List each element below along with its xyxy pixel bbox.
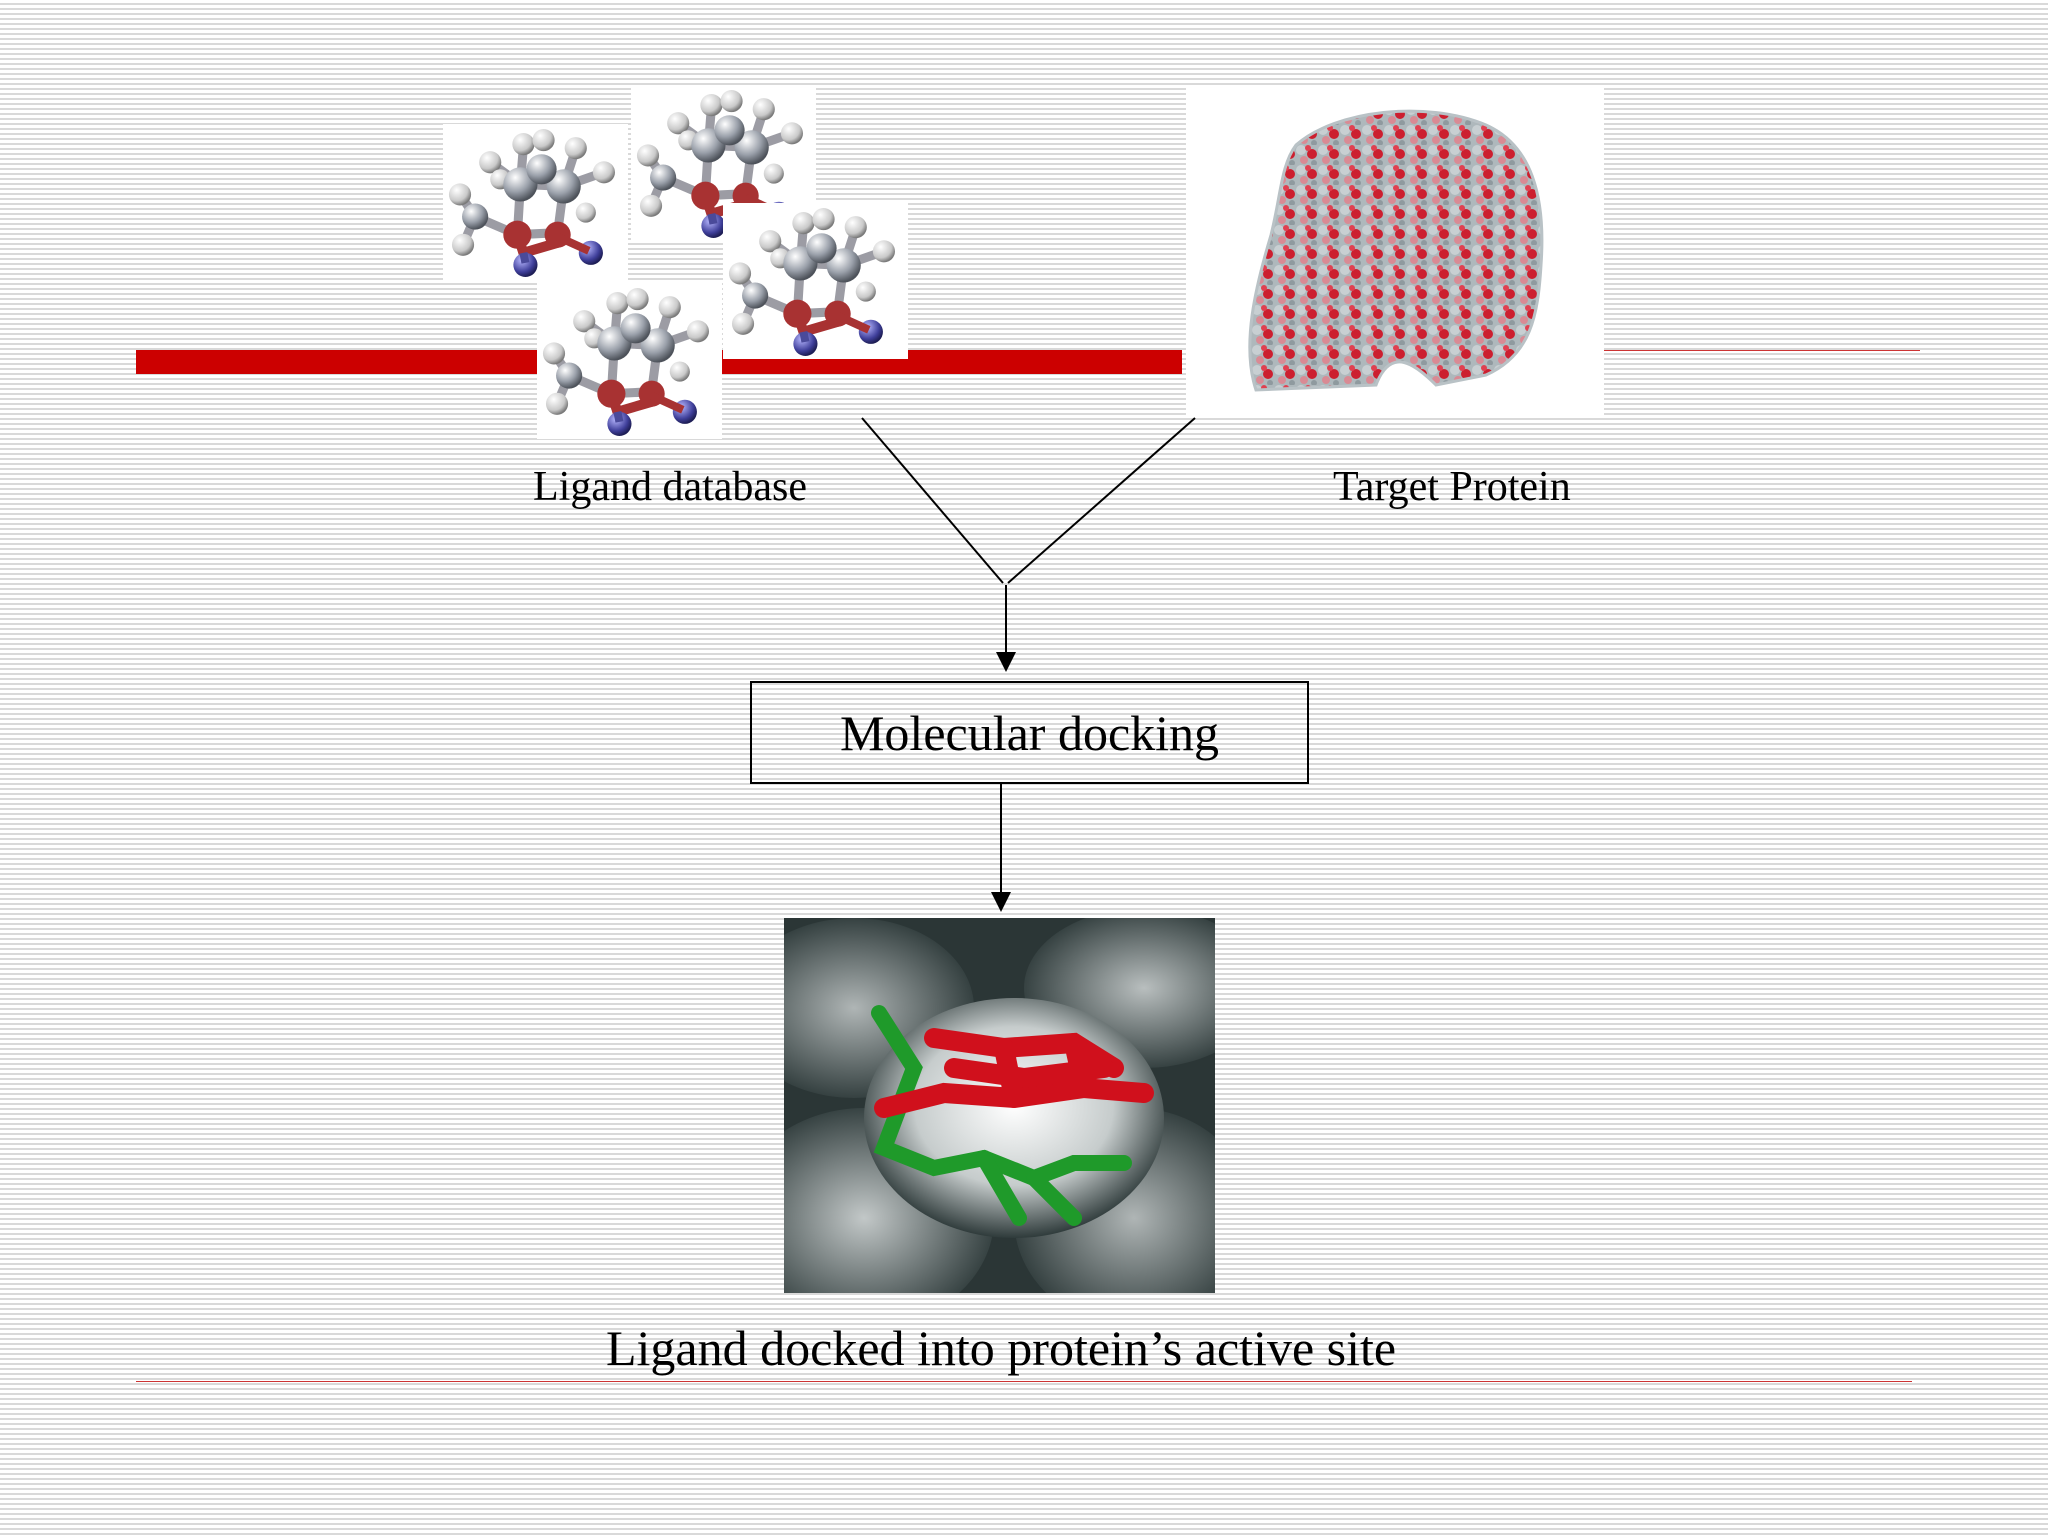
target-protein-label: Target Protein bbox=[1333, 464, 1571, 510]
ligand-molecule-image-1 bbox=[443, 124, 628, 280]
ligand-connector-line bbox=[861, 417, 1004, 584]
ligand-database-label: Ligand database bbox=[533, 464, 808, 510]
top-thin-rule bbox=[1600, 350, 1920, 351]
molecular-docking-box: Molecular docking bbox=[750, 681, 1309, 784]
ligand-molecule-image-3 bbox=[723, 203, 908, 359]
protein-connector-line bbox=[1007, 417, 1196, 584]
bottom-thin-rule bbox=[136, 1381, 1912, 1382]
ligand-molecule-image-4 bbox=[537, 283, 722, 439]
docked-complex-image bbox=[784, 918, 1215, 1293]
result-caption: Ligand docked into protein’s active site bbox=[606, 1320, 1397, 1376]
molecular-docking-label: Molecular docking bbox=[839, 704, 1220, 761]
target-protein-image bbox=[1186, 85, 1604, 418]
